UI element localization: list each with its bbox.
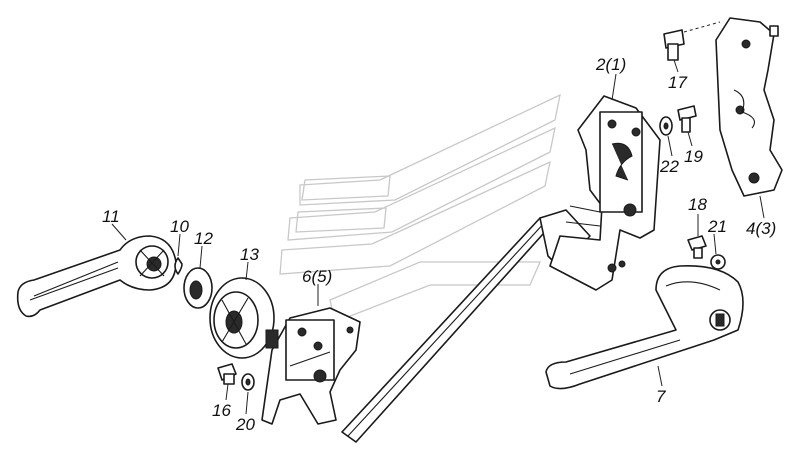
watermark-logo [279, 93, 561, 323]
part-12-washer [183, 267, 213, 309]
part-6-5-lock-mechanism [261, 307, 361, 425]
part-18-bolt [687, 235, 707, 259]
part-21-washer [710, 254, 726, 270]
part-13-rosette [209, 277, 275, 359]
label-2-1: 2(1) [595, 55, 626, 74]
label-22: 22 [659, 157, 679, 176]
label-4-3: 4(3) [746, 219, 776, 238]
part-link-rod [341, 209, 591, 443]
part-22-washer [659, 116, 673, 136]
part-4-3-striker [683, 17, 783, 197]
part-7-outer-handle [545, 265, 744, 390]
part-17-screw [663, 29, 685, 61]
label-10: 10 [170, 217, 189, 236]
label-21: 21 [707, 217, 727, 236]
part-10-clip [174, 257, 183, 275]
label-12: 12 [194, 229, 213, 248]
label-6-5: 6(5) [302, 267, 332, 286]
part-11-inner-handle [16, 235, 177, 318]
label-20: 20 [235, 415, 255, 434]
part-2-1-outer-lock [549, 95, 661, 291]
label-7: 7 [656, 387, 666, 406]
label-13: 13 [240, 245, 259, 264]
label-17: 17 [668, 73, 687, 92]
label-11: 11 [102, 207, 120, 226]
leader-lines [111, 59, 765, 415]
part-19-screw [677, 105, 697, 133]
part-16-bolt [217, 363, 237, 385]
label-18: 18 [688, 195, 707, 214]
label-16: 16 [212, 401, 231, 420]
label-19: 19 [684, 147, 703, 166]
part-20-washer [241, 373, 255, 391]
